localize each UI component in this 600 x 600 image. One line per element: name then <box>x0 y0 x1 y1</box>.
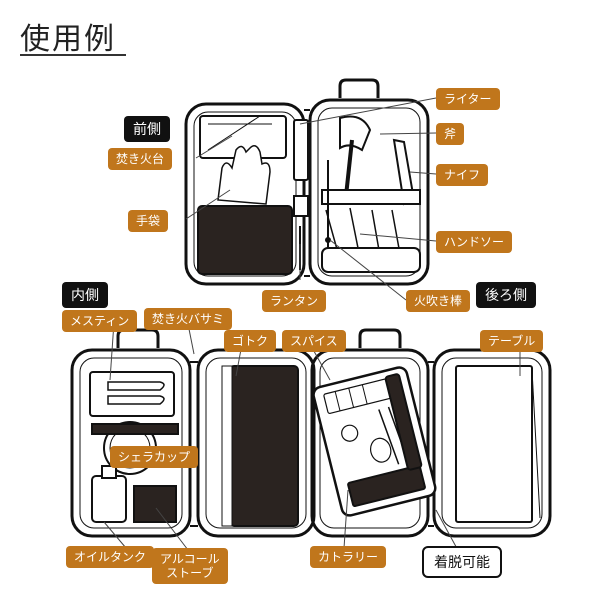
callout-alcohol-stove-line2: ストーブ <box>166 566 214 580</box>
callout-fire-stand: 焚き火台 <box>108 148 173 170</box>
callout-blow-pipe: 火吹き棒 <box>406 290 471 312</box>
callout-knife: ナイフ <box>436 164 489 186</box>
removable-tag: 着脱可能 <box>422 546 502 578</box>
callout-alcohol-stove-line1: アルコール <box>160 552 220 566</box>
callout-oil-tank: オイルタンク <box>66 546 155 568</box>
callout-sierra-cup: シェラカップ <box>110 446 199 468</box>
callout-axe: 斧 <box>436 123 465 145</box>
callout-spice: スパイス <box>282 330 346 352</box>
callout-fire-tongs: 焚き火バサミ <box>144 308 233 330</box>
callout-lighter: ライター <box>436 88 500 110</box>
page-title: 使用例 <box>20 22 116 57</box>
back-case <box>310 328 552 538</box>
callout-cutlery: カトラリー <box>310 546 387 568</box>
callout-gloves: 手袋 <box>128 210 169 232</box>
title-underline <box>20 54 126 56</box>
section-inner: 内側 <box>62 282 108 308</box>
callout-table: テーブル <box>480 330 544 352</box>
callout-alcohol-stove: アルコール ストーブ <box>152 548 228 584</box>
section-back: 後ろ側 <box>476 282 536 308</box>
inner-case <box>70 328 316 538</box>
callout-gotoku: ゴトク <box>224 330 277 352</box>
callout-handsaw: ハンドソー <box>436 231 513 253</box>
section-front: 前側 <box>124 116 170 142</box>
callout-mess-tin: メスティン <box>62 310 138 332</box>
top-case <box>184 78 430 286</box>
callout-lantern: ランタン <box>262 290 327 312</box>
